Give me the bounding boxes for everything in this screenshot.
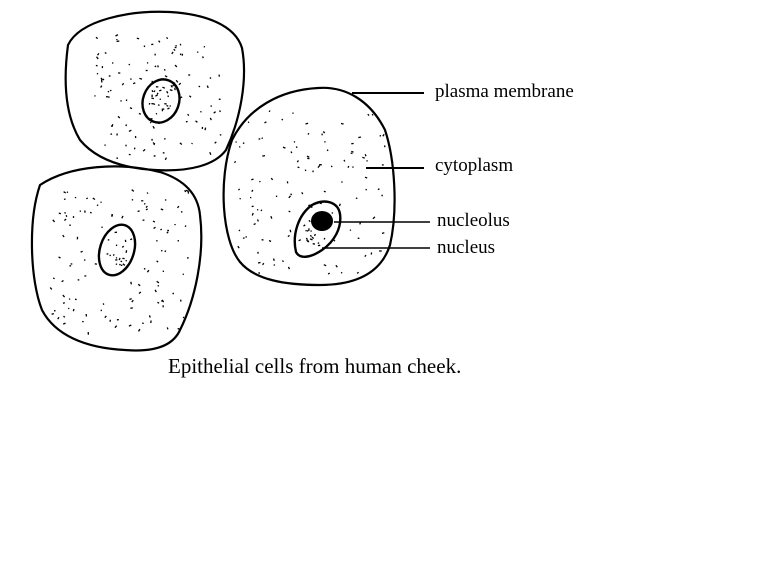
cell-right-nucleus [293, 200, 342, 258]
cell-top-left-cytoplasm-granules [94, 34, 222, 161]
label-leaders [322, 92, 430, 249]
cell-bottom-left [30, 165, 203, 352]
cell-top-left [64, 10, 246, 172]
label-cytoplasm: cytoplasm [435, 155, 513, 176]
cell-top-left-nucleus [141, 78, 181, 124]
diagram-caption: Epithelial cells from human cheek. [168, 354, 461, 378]
cell-bottom-left-nucleus [97, 223, 137, 277]
cell-right-cytoplasm-granules [233, 110, 386, 275]
cell-bottom-left-membrane [30, 165, 203, 352]
cell-right [222, 86, 396, 287]
cell-bottom-left-cytoplasm-granules [49, 189, 190, 335]
label-nucleolus: nucleolus [437, 210, 510, 231]
cell-top-left-nucleus-granules [151, 89, 172, 115]
cell-bottom-left-nucleus-granules [106, 238, 128, 267]
cell-top-left-membrane [64, 10, 246, 172]
cell-right-nucleolus [311, 211, 333, 231]
cell-right-membrane [222, 86, 396, 287]
label-plasma-membrane: plasma membrane [435, 81, 574, 102]
label-nucleus: nucleus [437, 237, 495, 258]
